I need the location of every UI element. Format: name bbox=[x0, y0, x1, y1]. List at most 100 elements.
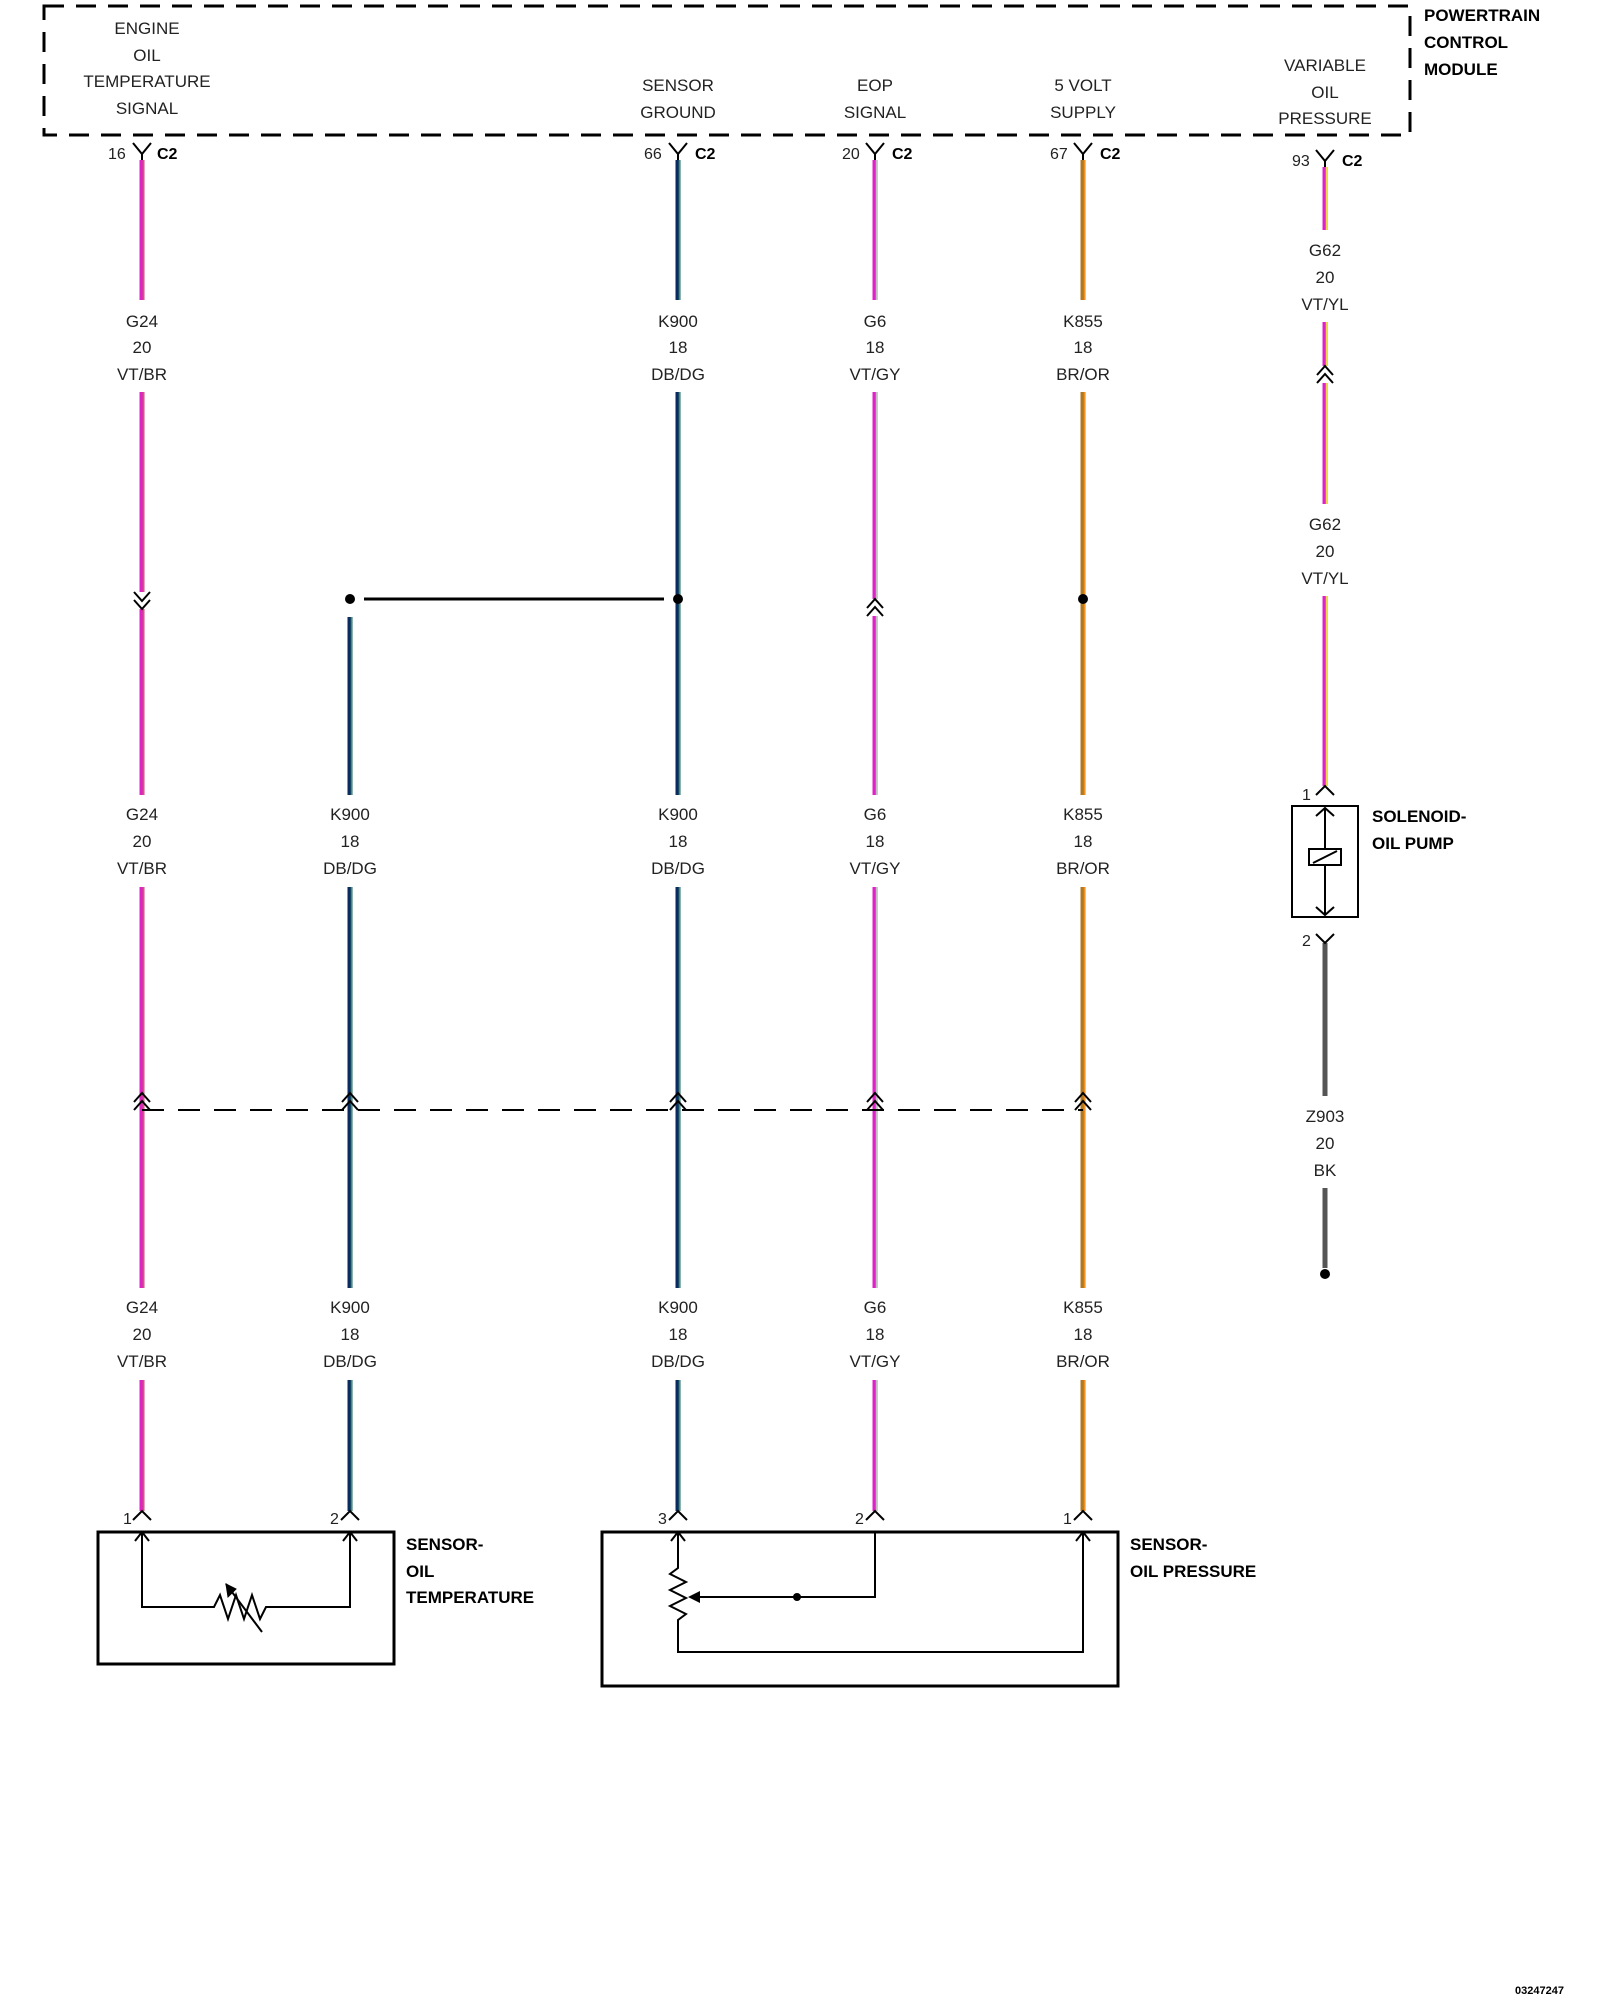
wire-label-g62-upper: G62 20 VT/YL bbox=[1301, 241, 1348, 314]
pcm-outline bbox=[42, 4, 1412, 137]
pin-number: 67 bbox=[1050, 146, 1068, 163]
inline-connector-lower bbox=[866, 1091, 884, 1111]
sensor-temp-pin-1-symbol bbox=[132, 1509, 152, 1521]
wire-label-k900: K900 18 DB/DG bbox=[651, 805, 705, 878]
document-id: 03247247 bbox=[1515, 1985, 1564, 1997]
pin-symbol bbox=[1073, 142, 1093, 160]
wire-gauge: 18 bbox=[866, 338, 885, 357]
signal-label-line: SIGNAL bbox=[116, 99, 178, 118]
wire-label-z903: Z903 20 BK bbox=[1306, 1107, 1345, 1180]
inline-connector-g6 bbox=[866, 597, 884, 617]
solenoid-coil-slash bbox=[1312, 850, 1338, 864]
wire-color: VT/YL bbox=[1301, 569, 1348, 588]
wire-label-k900-branch: K900 18 DB/DG bbox=[323, 1298, 377, 1371]
wire-color: VT/GY bbox=[849, 365, 900, 384]
connector-id: C2 bbox=[1100, 146, 1121, 163]
wire-gauge: 18 bbox=[669, 1325, 688, 1344]
wire-gauge: 20 bbox=[1316, 1134, 1335, 1153]
inline-connector-lower bbox=[669, 1091, 687, 1111]
wire-color: DB/DG bbox=[323, 859, 377, 878]
inline-connector-lower bbox=[341, 1091, 359, 1111]
sensor-pressure-pin-1: 1 bbox=[1063, 1511, 1072, 1528]
sensor-pressure-pin-2-symbol bbox=[865, 1509, 885, 1521]
sensor-temp-label-line-1: SENSOR- bbox=[406, 1535, 483, 1554]
sensor-pressure-pin-2: 2 bbox=[855, 1511, 864, 1528]
connector-symbols bbox=[132, 142, 1335, 1521]
connector-id: C2 bbox=[695, 146, 716, 163]
wire-circuit: K855 bbox=[1063, 1298, 1103, 1317]
wire-circuit: K900 bbox=[658, 312, 698, 331]
pin-number: 93 bbox=[1292, 153, 1310, 170]
signal-label-5v: 5 VOLT SUPPLY bbox=[1050, 76, 1116, 122]
wire-circuit: G6 bbox=[864, 805, 887, 824]
signal-label-vop: VARIABLE OIL PRESSURE bbox=[1278, 56, 1372, 128]
sensor-temp-label-line-3: TEMPERATURE bbox=[406, 1588, 534, 1607]
wire-color: DB/DG bbox=[651, 1352, 705, 1371]
signal-label-sensor-ground: SENSOR GROUND bbox=[640, 76, 716, 122]
wiper-dot bbox=[793, 1593, 801, 1601]
connector-id: C2 bbox=[157, 146, 178, 163]
wire-circuit: G24 bbox=[126, 312, 158, 331]
wire-color: VT/GY bbox=[849, 1352, 900, 1371]
pin-symbol bbox=[132, 142, 152, 160]
splice-dot bbox=[345, 594, 355, 604]
sensor-pressure-body bbox=[600, 1530, 1120, 1688]
signal-label-eot: ENGINE OIL TEMPERATURE SIGNAL bbox=[83, 19, 210, 118]
connector-id: C2 bbox=[1342, 153, 1363, 170]
wire-color: BR/OR bbox=[1056, 365, 1110, 384]
sensor-oil-temperature: 1 2 SENSOR- OIL TEMPERATURE bbox=[96, 1511, 534, 1666]
signal-label-line: VARIABLE bbox=[1284, 56, 1366, 75]
sensor-pressure-label-line-1: SENSOR- bbox=[1130, 1535, 1207, 1554]
wire-circuit: K855 bbox=[1063, 805, 1103, 824]
wire-label-k900: K900 18 DB/DG bbox=[651, 312, 705, 384]
sensor-pressure-pin-1-symbol bbox=[1073, 1509, 1093, 1521]
solenoid-arrows bbox=[1315, 806, 1335, 917]
wire-circuit: K855 bbox=[1063, 312, 1103, 331]
wire-circuit: K900 bbox=[658, 1298, 698, 1317]
wire-circuit: G24 bbox=[126, 1298, 158, 1317]
wire-circuit: G6 bbox=[864, 1298, 887, 1317]
signal-label-line: EOP bbox=[857, 76, 893, 95]
pin-symbol bbox=[668, 142, 688, 160]
sensor-pressure-pin-3: 3 bbox=[658, 1511, 667, 1528]
sensor-temp-pin-2: 2 bbox=[330, 1511, 339, 1528]
sensor-pressure-pin-3-symbol bbox=[668, 1509, 688, 1521]
wire-gauge: 20 bbox=[1316, 268, 1335, 287]
signal-label-line: OIL bbox=[1311, 83, 1338, 102]
connector-id: C2 bbox=[892, 146, 913, 163]
wire-color: DB/DG bbox=[323, 1352, 377, 1371]
wiper-arrow-head bbox=[688, 1591, 700, 1603]
wire-segments bbox=[139, 160, 1328, 1511]
wire-color: VT/GY bbox=[849, 859, 900, 878]
wire-gauge: 18 bbox=[1074, 1325, 1093, 1344]
wire-color: DB/DG bbox=[651, 365, 705, 384]
wire-circuit: Z903 bbox=[1306, 1107, 1345, 1126]
sensor-temp-label-line-2: OIL bbox=[406, 1562, 434, 1581]
signal-label-line: SENSOR bbox=[642, 76, 714, 95]
wire-gauge: 20 bbox=[133, 338, 152, 357]
inline-connector-g62 bbox=[1316, 364, 1334, 384]
pin-symbol bbox=[865, 142, 885, 160]
wire-gauge: 18 bbox=[669, 832, 688, 851]
wire-label-g6: G6 18 VT/GY bbox=[849, 805, 900, 878]
wire-circuit: G6 bbox=[864, 312, 887, 331]
wire-color: VT/BR bbox=[117, 1352, 167, 1371]
wire-labels: G24 20 VT/BR K900 18 DB/DG G6 18 VT/GY K… bbox=[117, 241, 1349, 1371]
sensor-temp-body bbox=[96, 1530, 396, 1666]
wire-label-k900: K900 18 DB/DG bbox=[651, 1298, 705, 1371]
pin-number: 16 bbox=[108, 146, 126, 163]
wire-label-k855: K855 18 BR/OR bbox=[1056, 805, 1110, 878]
wire-gauge: 18 bbox=[341, 832, 360, 851]
sensor-temp-terminal-arrows bbox=[134, 1531, 358, 1542]
powertrain-control-module: POWERTRAIN CONTROL MODULE ENGINE OIL TEM… bbox=[42, 4, 1540, 170]
sensor-pressure-label-line-2: OIL PRESSURE bbox=[1130, 1562, 1256, 1581]
solenoid-label-line-1: SOLENOID- bbox=[1372, 807, 1466, 826]
potentiometer-circuit bbox=[667, 1532, 1084, 1653]
signal-label-line: TEMPERATURE bbox=[83, 72, 210, 91]
signal-label-line: OIL bbox=[133, 46, 160, 65]
sensor-temp-pin-1: 1 bbox=[123, 1511, 132, 1528]
wire-circuit: K900 bbox=[330, 1298, 370, 1317]
signal-label-line: ENGINE bbox=[114, 19, 179, 38]
wire-label-k855: K855 18 BR/OR bbox=[1056, 1298, 1110, 1371]
